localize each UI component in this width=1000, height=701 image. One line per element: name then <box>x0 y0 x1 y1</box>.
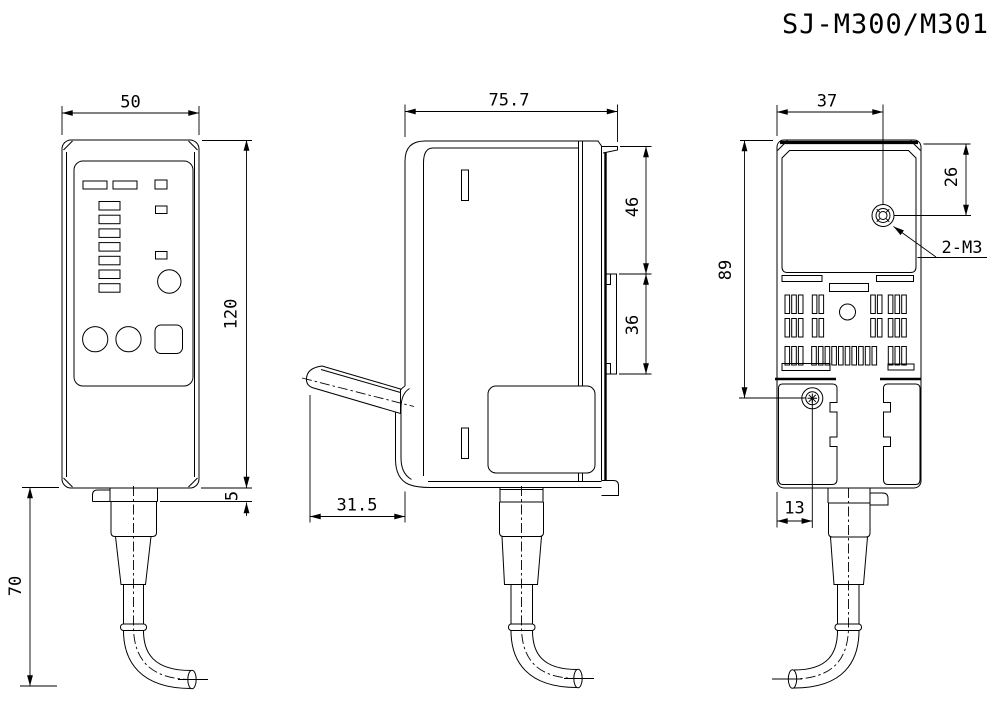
side-bottom-edges <box>428 481 602 488</box>
dim-back-screw-from-top: 26 <box>942 167 962 187</box>
front-cable-assembly <box>92 486 208 690</box>
dim-back-screw-from-edge: 13 <box>784 499 804 519</box>
dim-front-height: 120 <box>222 299 242 330</box>
side-dimensions: 75.7 46 36 31.5 <box>309 91 652 523</box>
back-body-outline <box>776 139 922 489</box>
din-rail-features <box>601 146 619 496</box>
dim-side-head-protrusion: 31.5 <box>337 496 378 516</box>
dim-front-flange: 5 <box>223 491 243 501</box>
dim-side-top-to-rail: 46 <box>623 197 643 217</box>
front-view: 50 120 5 70 <box>6 93 252 690</box>
vent-section <box>781 275 915 371</box>
indicator-leds <box>82 179 168 260</box>
right-connector-panel <box>883 383 921 485</box>
panel-buttons <box>82 324 183 354</box>
front-body-outline <box>61 139 200 489</box>
back-dimensions: 37 26 89 13 <box>716 92 971 528</box>
side-lower-bulge-inner <box>400 388 412 480</box>
dim-back-height-to-screw: 89 <box>716 260 736 280</box>
screw-spec-label: 2-M3 <box>942 238 983 258</box>
dim-back-width: 37 <box>817 92 837 112</box>
sensor-head-arm <box>301 365 415 415</box>
bargraph-display <box>98 201 121 293</box>
side-label-plate <box>487 385 596 474</box>
dim-front-width: 50 <box>120 93 140 113</box>
arm-centerline <box>301 377 415 407</box>
front-dimensions: 50 120 5 70 <box>6 93 252 687</box>
back-cable-assembly <box>772 488 889 689</box>
adjustment-knob <box>157 269 182 294</box>
back-corner-chamfers <box>777 140 921 151</box>
front-cable-centerline <box>133 486 193 680</box>
screw-spec-callout: 2-M3 <box>893 226 987 258</box>
side-upper-slot <box>461 169 469 201</box>
vent-slots-row2 <box>784 318 907 338</box>
side-cable-assembly <box>499 486 594 689</box>
connector-bay <box>775 377 921 528</box>
back-cable-centerline <box>791 488 849 680</box>
upper-mounting-screw <box>871 204 895 227</box>
side-front-face-line <box>423 147 579 476</box>
back-mounting-plate <box>781 150 917 273</box>
side-lower-slot <box>461 427 469 459</box>
drawing-title: SJ-M300/M301 <box>782 9 989 40</box>
front-corner-chamfers <box>63 140 198 488</box>
side-view: 75.7 46 36 31.5 <box>301 91 652 689</box>
vent-slots-row3 <box>784 346 907 366</box>
upper-screw-centerlines <box>882 104 971 216</box>
vent-circle <box>839 303 856 321</box>
dim-front-cable-bend: 70 <box>6 576 26 596</box>
back-view: 2-M3 <box>716 92 987 689</box>
left-connector-panel <box>778 383 838 485</box>
vent-slots-row1 <box>784 294 907 314</box>
dim-side-rail-clip: 36 <box>623 315 643 335</box>
front-body-edge-lines <box>66 152 195 477</box>
side-body-outline <box>404 140 602 481</box>
dim-side-depth: 75.7 <box>489 91 530 111</box>
front-display-panel <box>73 160 194 387</box>
side-cable-centerline <box>521 486 579 679</box>
